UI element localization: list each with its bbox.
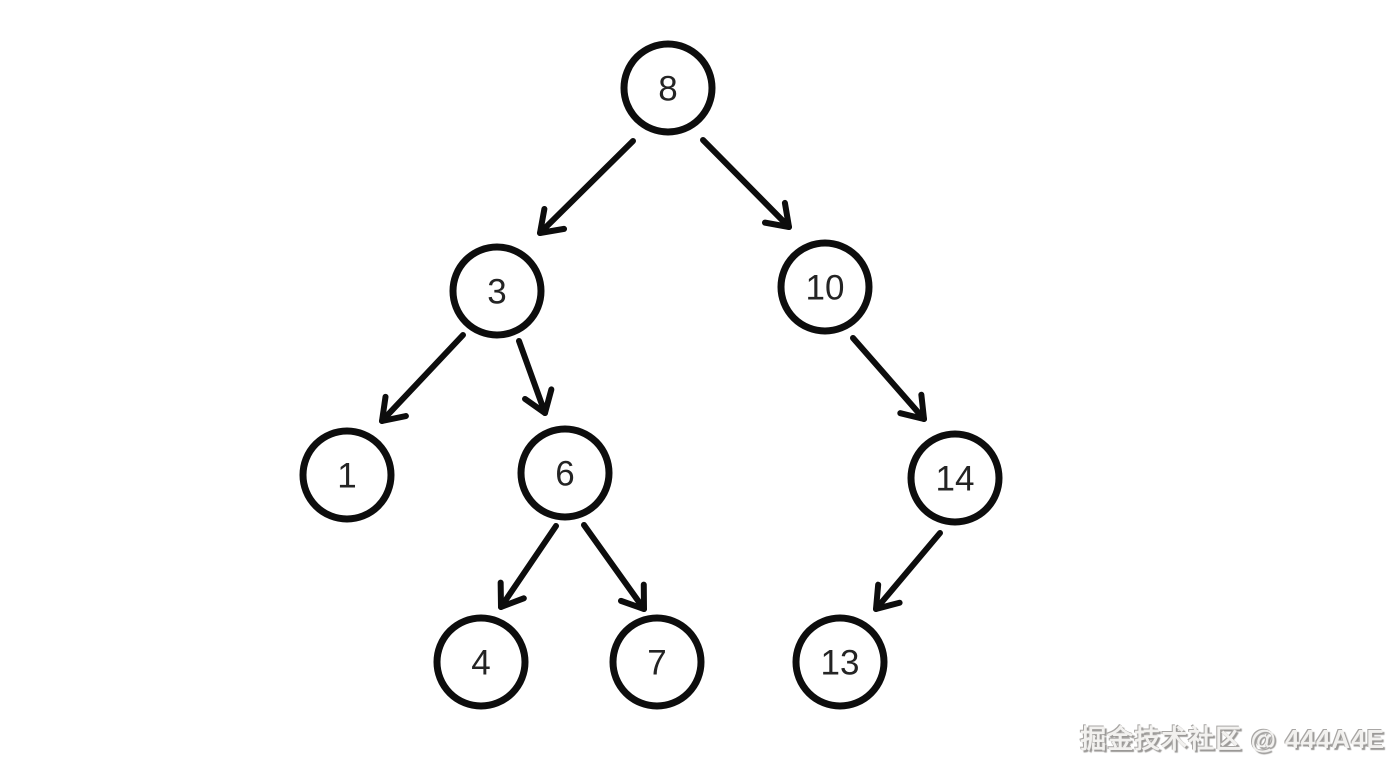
tree-node-circle <box>433 614 529 710</box>
tree-node-circle <box>620 40 716 136</box>
tree-node-3: 3 <box>449 243 545 339</box>
nodes-layer: 8 3 10 1 6 14 4 7 13 <box>299 40 1003 710</box>
edges-layer <box>379 137 943 612</box>
tree-node-1: 1 <box>299 427 395 523</box>
edge-3-to-6 <box>516 338 555 416</box>
tree-node-label: 7 <box>647 644 666 683</box>
tree-node-circle <box>609 614 705 710</box>
tree-node-label: 1 <box>337 457 356 496</box>
tree-node-circle <box>449 243 545 339</box>
watermark: 掘金技术社区 @ 444A4E <box>1080 724 1385 754</box>
tree-node-13: 13 <box>792 614 888 710</box>
tree-node-14: 14 <box>907 430 1003 526</box>
edge-8-to-10 <box>700 137 792 230</box>
edge-3-to-1 <box>379 332 466 424</box>
tree-node-label: 6 <box>555 455 574 494</box>
tree-node-circle <box>777 239 873 335</box>
tree-node-label: 8 <box>658 70 677 109</box>
tree-node-circle <box>792 614 888 710</box>
tree-node-label: 13 <box>821 644 860 683</box>
tree-node-4: 4 <box>433 614 529 710</box>
tree-node-7: 7 <box>609 614 705 710</box>
tree-node-label: 10 <box>806 269 845 308</box>
edge-6-to-4 <box>497 523 559 610</box>
edge-10-to-14 <box>850 335 927 422</box>
tree-node-label: 14 <box>936 460 975 499</box>
edge-14-to-13 <box>873 530 943 612</box>
tree-node-label: 4 <box>471 644 490 683</box>
tree-node-circle <box>517 425 613 521</box>
tree-node-8: 8 <box>620 40 716 136</box>
tree-node-6: 6 <box>517 425 613 521</box>
edge-6-to-7 <box>581 522 647 612</box>
tree-node-10: 10 <box>777 239 873 335</box>
tree-node-label: 3 <box>487 273 506 312</box>
tree-node-circle <box>299 427 395 523</box>
tree-node-circle <box>907 430 1003 526</box>
edge-8-to-3 <box>537 138 636 236</box>
